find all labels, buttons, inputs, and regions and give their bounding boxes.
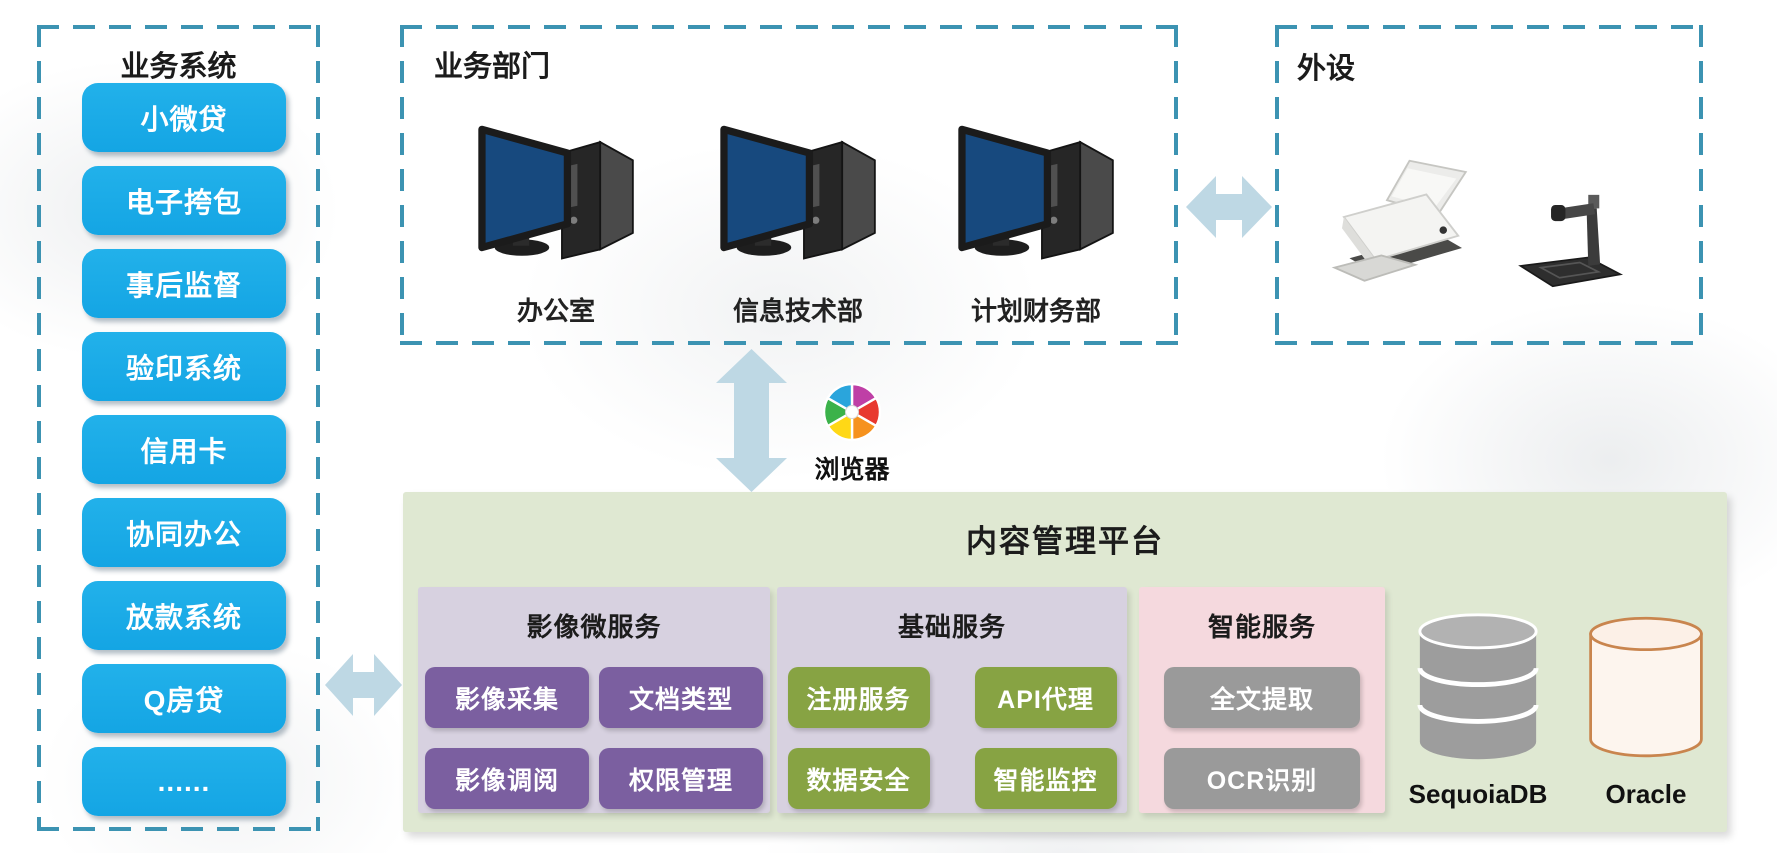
service-node: API代理 [974, 667, 1117, 728]
panel-button-grid: 全文提取 OCR识别 [1139, 667, 1385, 809]
service-node: 智能监控 [974, 748, 1117, 809]
service-node: 影像采集 [425, 667, 589, 728]
system-node: ...... [82, 747, 286, 816]
panel-title: 基础服务 [897, 612, 1006, 642]
system-node: 事后监督 [82, 249, 286, 318]
department-workstation: 计划财务部 [926, 113, 1146, 328]
system-node: 信用卡 [82, 415, 286, 484]
panel-title: 影像微服务 [526, 612, 662, 642]
desktop-computer-icon [957, 125, 1114, 260]
smart-services-panel: 智能服务 全文提取 OCR识别 [1139, 587, 1385, 813]
peripherals-title: 外设 [1297, 53, 1356, 85]
service-node: OCR识别 [1164, 748, 1360, 809]
department-label: 计划财务部 [970, 296, 1101, 326]
double-arrow-horizontal-icon [1186, 176, 1272, 238]
department-workstation: 信息技术部 [688, 113, 908, 328]
database-label: Oracle [1605, 779, 1687, 809]
system-node: 小微贷 [82, 83, 286, 152]
business-systems-group: 业务系统 小微贷 电子挎包 事后监督 验印系统 信用卡 协同办公 放款系统 Q房… [37, 25, 320, 831]
service-node: 注册服务 [787, 667, 930, 728]
department-label: 办公室 [516, 296, 595, 326]
business-departments-title: 业务部门 [434, 51, 551, 83]
oracle-database: Oracle [1571, 610, 1721, 810]
service-node: 影像调阅 [425, 748, 589, 809]
system-node: 放款系统 [82, 581, 286, 650]
system-node: Q房贷 [82, 664, 286, 733]
platform-title: 内容管理平台 [966, 524, 1164, 559]
content-platform: 内容管理平台 影像微服务 影像采集 文档类型 影像调阅 权限管理 基础服务 注册… [403, 492, 1727, 832]
document-camera-icon [1518, 194, 1624, 288]
panel-button-grid: 影像采集 文档类型 影像调阅 权限管理 [418, 667, 770, 809]
double-arrow-vertical-icon [716, 349, 787, 492]
database-label: SequoiaDB [1408, 779, 1548, 809]
department-label: 信息技术部 [732, 296, 863, 326]
service-node: 文档类型 [599, 667, 763, 728]
browser-icon [822, 382, 882, 442]
imaging-microservices-panel: 影像微服务 影像采集 文档类型 影像调阅 权限管理 [418, 587, 770, 813]
database-cylinder-icon [1589, 616, 1703, 758]
scanner-icon [1331, 159, 1468, 282]
desktop-computer-icon [719, 125, 876, 260]
business-systems-list: 小微贷 电子挎包 事后监督 验印系统 信用卡 协同办公 放款系统 Q房贷 ...… [82, 83, 286, 816]
panel-button-grid: 注册服务 API代理 数据安全 智能监控 [777, 667, 1127, 809]
system-node: 验印系统 [82, 332, 286, 401]
database-cylinder-icon [1417, 613, 1539, 760]
system-node: 协同办公 [82, 498, 286, 567]
basic-services-panel: 基础服务 注册服务 API代理 数据安全 智能监控 [777, 587, 1127, 813]
service-node: 全文提取 [1164, 667, 1360, 728]
browser-label: 浏览器 [814, 456, 890, 484]
sequoiadb-database: SequoiaDB [1403, 610, 1553, 810]
business-systems-title: 业务系统 [120, 51, 237, 83]
desktop-computer-icon [477, 125, 634, 260]
department-workstation: 办公室 [446, 113, 666, 328]
panel-title: 智能服务 [1207, 612, 1316, 642]
peripherals-group: 外设 [1275, 25, 1703, 345]
browser: 浏览器 [799, 380, 905, 486]
service-node: 数据安全 [787, 748, 930, 809]
double-arrow-horizontal-icon [325, 654, 402, 716]
service-node: 权限管理 [599, 748, 763, 809]
system-node: 电子挎包 [82, 166, 286, 235]
business-departments-group: 业务部门 办公室 [400, 25, 1178, 345]
